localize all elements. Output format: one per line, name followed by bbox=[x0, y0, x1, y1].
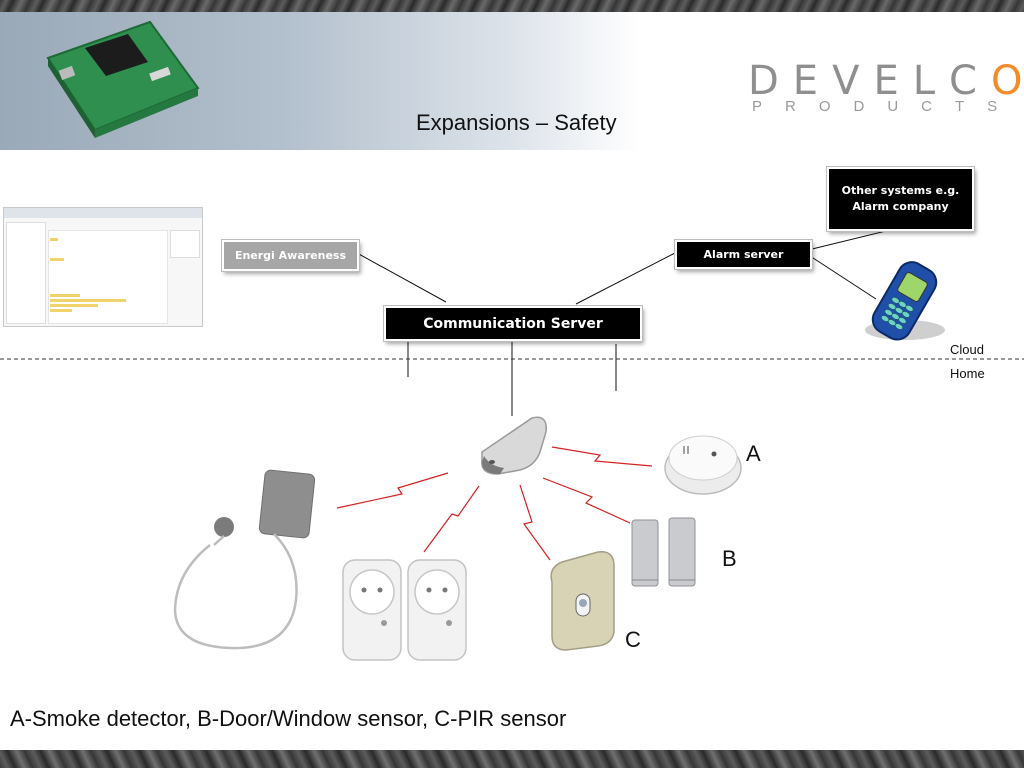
link-energi-comm bbox=[356, 252, 447, 303]
wireless-to-pir bbox=[519, 484, 551, 561]
thumbnail-bar bbox=[50, 258, 64, 261]
caption: A-Smoke detector, B-Door/Window sensor, … bbox=[10, 706, 567, 731]
link-alarm-other bbox=[807, 227, 899, 251]
link-alarm-phone bbox=[809, 255, 877, 300]
device-label-c: C bbox=[625, 627, 641, 652]
wireless-links bbox=[336, 446, 653, 561]
link-comm-alarm bbox=[575, 252, 676, 305]
thumbnail-sidebar bbox=[6, 222, 46, 324]
logo-subtitle: PRODUCTS bbox=[752, 98, 1021, 115]
thumbnail-calendar bbox=[170, 230, 200, 258]
smart-plug-icon bbox=[342, 559, 467, 661]
alarm-server-box: Alarm server bbox=[675, 240, 812, 269]
connection-lines bbox=[356, 227, 899, 416]
smoke-detector-icon bbox=[664, 435, 742, 495]
thumbnail-bar bbox=[50, 294, 80, 297]
screenshot-thumbnail bbox=[3, 207, 203, 327]
logo-main-text: DEVELC bbox=[748, 58, 991, 104]
pir-sensor-icon bbox=[550, 551, 615, 651]
mobile-phone-icon bbox=[865, 261, 945, 341]
other-systems-box: Other systems e.g. Alarm company bbox=[827, 167, 974, 231]
gateway-icon bbox=[481, 416, 547, 475]
wireless-to-meter bbox=[336, 472, 449, 509]
bottom-decorative-band bbox=[0, 750, 1024, 768]
cloud-label: Cloud bbox=[950, 342, 984, 357]
communication-server-box: Communication Server bbox=[384, 306, 642, 341]
home-label: Home bbox=[950, 366, 985, 381]
circuit-board-icon bbox=[46, 20, 200, 138]
top-decorative-band bbox=[0, 0, 1024, 12]
thumbnail-toolbar bbox=[4, 208, 202, 218]
device-label-a: A bbox=[746, 441, 761, 466]
energi-awareness-box: Energi Awareness bbox=[222, 240, 359, 271]
thumbnail-bar bbox=[50, 299, 126, 302]
develco-logo: DEVELCO bbox=[748, 58, 1024, 104]
page-title: Expansions – Safety bbox=[416, 110, 617, 135]
thumbnail-bar bbox=[50, 304, 98, 307]
meter-sensor-icon bbox=[173, 469, 316, 650]
wireless-to-plug bbox=[423, 485, 480, 553]
wireless-to-door bbox=[542, 477, 631, 524]
thumbnail-chart bbox=[48, 230, 168, 324]
logo-o-letter: O bbox=[990, 58, 1024, 104]
thumbnail-bar bbox=[50, 309, 72, 312]
wireless-to-smoke bbox=[551, 446, 653, 467]
device-label-b: B bbox=[722, 546, 737, 571]
door-window-sensor-icon bbox=[631, 517, 696, 587]
thumbnail-bar bbox=[50, 238, 58, 241]
